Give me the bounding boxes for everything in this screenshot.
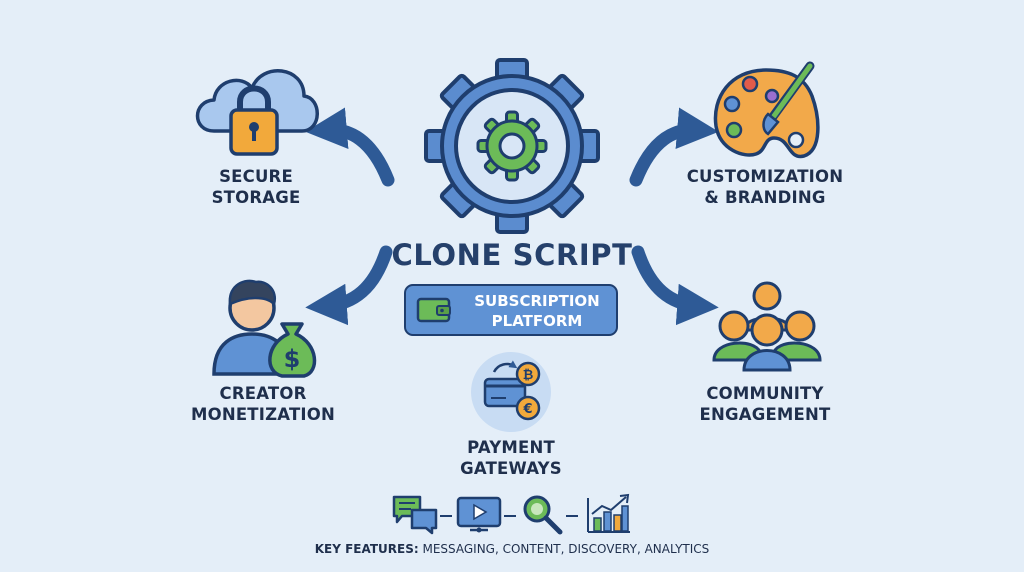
label-line: PAYMENT [467, 438, 555, 457]
label-payment: PAYMENT GATEWAYS [451, 437, 571, 479]
key-features-list: MESSAGING, CONTENT, DISCOVERY, ANALYTICS [422, 542, 710, 556]
analytics-icon [587, 493, 630, 533]
label-line: ENGAGEMENT [699, 405, 831, 424]
svg-text:₿: ₿ [523, 368, 534, 383]
label-creator-monetization: CREATOR MONETIZATION [188, 383, 338, 425]
arrow-to-community [631, 245, 719, 326]
arrow-to-customization [629, 107, 719, 187]
cloud-lock-icon [195, 69, 319, 156]
video-icon [456, 496, 502, 533]
subscription-platform-badge: SUBSCRIPTION PLATFORM [404, 284, 618, 336]
key-features-caption: KEY FEATURES: MESSAGING, CONTENT, DISCOV… [0, 542, 1024, 556]
badge-line: SUBSCRIPTION [474, 292, 600, 310]
card-crypto-icon: ₿ € [471, 352, 551, 432]
svg-text:$: $ [284, 345, 301, 373]
label-line: COMMUNITY [706, 384, 824, 403]
label-line: CREATOR [219, 384, 307, 403]
label-community: COMMUNITY ENGAGEMENT [690, 383, 840, 425]
badge-line: PLATFORM [491, 312, 583, 330]
diagram-title: CLONE SCRIPT [391, 238, 633, 272]
search-icon [523, 495, 563, 535]
label-line: SECURE [219, 167, 293, 186]
creator-money-bag-icon: $ [212, 279, 317, 378]
subscription-platform-text: SUBSCRIPTION PLATFORM [456, 291, 618, 331]
key-features-prefix: KEY FEATURES: [314, 542, 419, 556]
arrow-to-creator-monetization [305, 245, 393, 326]
label-secure-storage: SECURE STORAGE [196, 166, 316, 208]
label-line: GATEWAYS [460, 459, 562, 478]
label-line: CUSTOMIZATION [686, 167, 844, 186]
label-line: MONETIZATION [190, 405, 335, 424]
wallet-icon [416, 297, 451, 323]
label-line: STORAGE [211, 188, 301, 207]
chat-icon [392, 495, 438, 535]
arrow-to-secure-storage [305, 107, 395, 187]
palette-icon [713, 61, 820, 159]
people-group-icon [712, 281, 822, 372]
svg-text:€: € [522, 402, 532, 417]
label-line: & BRANDING [704, 188, 826, 207]
main-gear-icon [424, 58, 600, 234]
label-customization: CUSTOMIZATION & BRANDING [683, 166, 847, 208]
